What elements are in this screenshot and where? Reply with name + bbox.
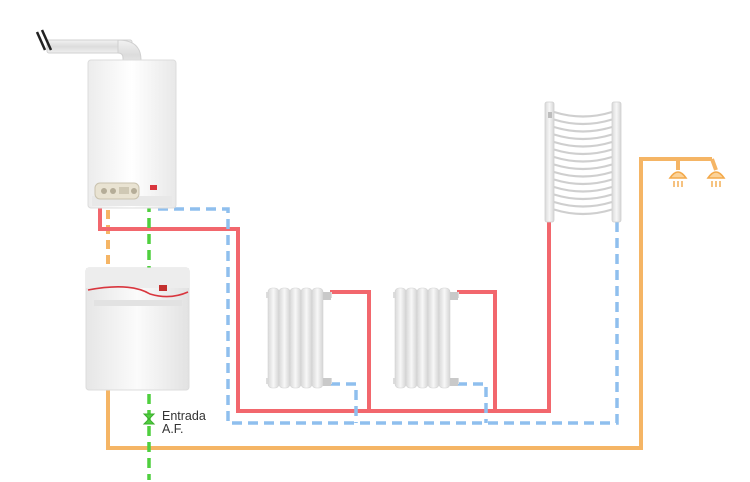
towel-rail-bar [553, 170, 613, 178]
flow-main-line [98, 208, 551, 413]
return-radiator-2 [457, 382, 488, 423]
inlet-label-line2: A.F. [162, 422, 184, 436]
towel-rail-bar [553, 133, 613, 141]
return-radiator-1 [330, 382, 358, 423]
towel-rail-bar [553, 163, 613, 171]
towel-rail-bar [553, 155, 613, 163]
radiator-1 [266, 287, 332, 389]
tank-display [159, 285, 167, 291]
wall-boiler [87, 59, 177, 209]
valve-icon [142, 413, 156, 425]
towel-rail-bar [553, 118, 613, 126]
towel-rail-bar [553, 140, 613, 148]
wall-mark [35, 29, 53, 51]
hot-water-tank [85, 267, 190, 391]
towel-rail-bar [553, 193, 613, 201]
heating-return-pipe [158, 207, 619, 425]
towel-rail-bar [553, 125, 613, 133]
towel-rail-bar [553, 178, 613, 186]
shower-2-drop [710, 158, 718, 171]
flow-radiator-1 [330, 290, 371, 411]
hot-water-main-line [106, 157, 712, 450]
boiler-control-panel [94, 182, 140, 200]
towel-rail-bars [553, 110, 613, 216]
boiler-logo-badge [150, 185, 157, 190]
towel-radiator [544, 101, 622, 223]
towel-rail-bar [553, 208, 613, 216]
heating-flow-pipe [98, 208, 551, 413]
flow-radiator-2 [457, 290, 497, 411]
towel-rail-bar [553, 110, 613, 118]
hot-water-pipe [106, 157, 718, 450]
towel-rail-bar [553, 148, 613, 156]
shower-icon [668, 171, 688, 187]
radiator-2 [393, 287, 459, 389]
inlet-label-line1: Entrada [162, 409, 206, 423]
towel-rail-bar [553, 200, 613, 208]
shower-icon [706, 171, 726, 187]
return-main-line [158, 207, 619, 425]
towel-rail-bar [553, 185, 613, 193]
